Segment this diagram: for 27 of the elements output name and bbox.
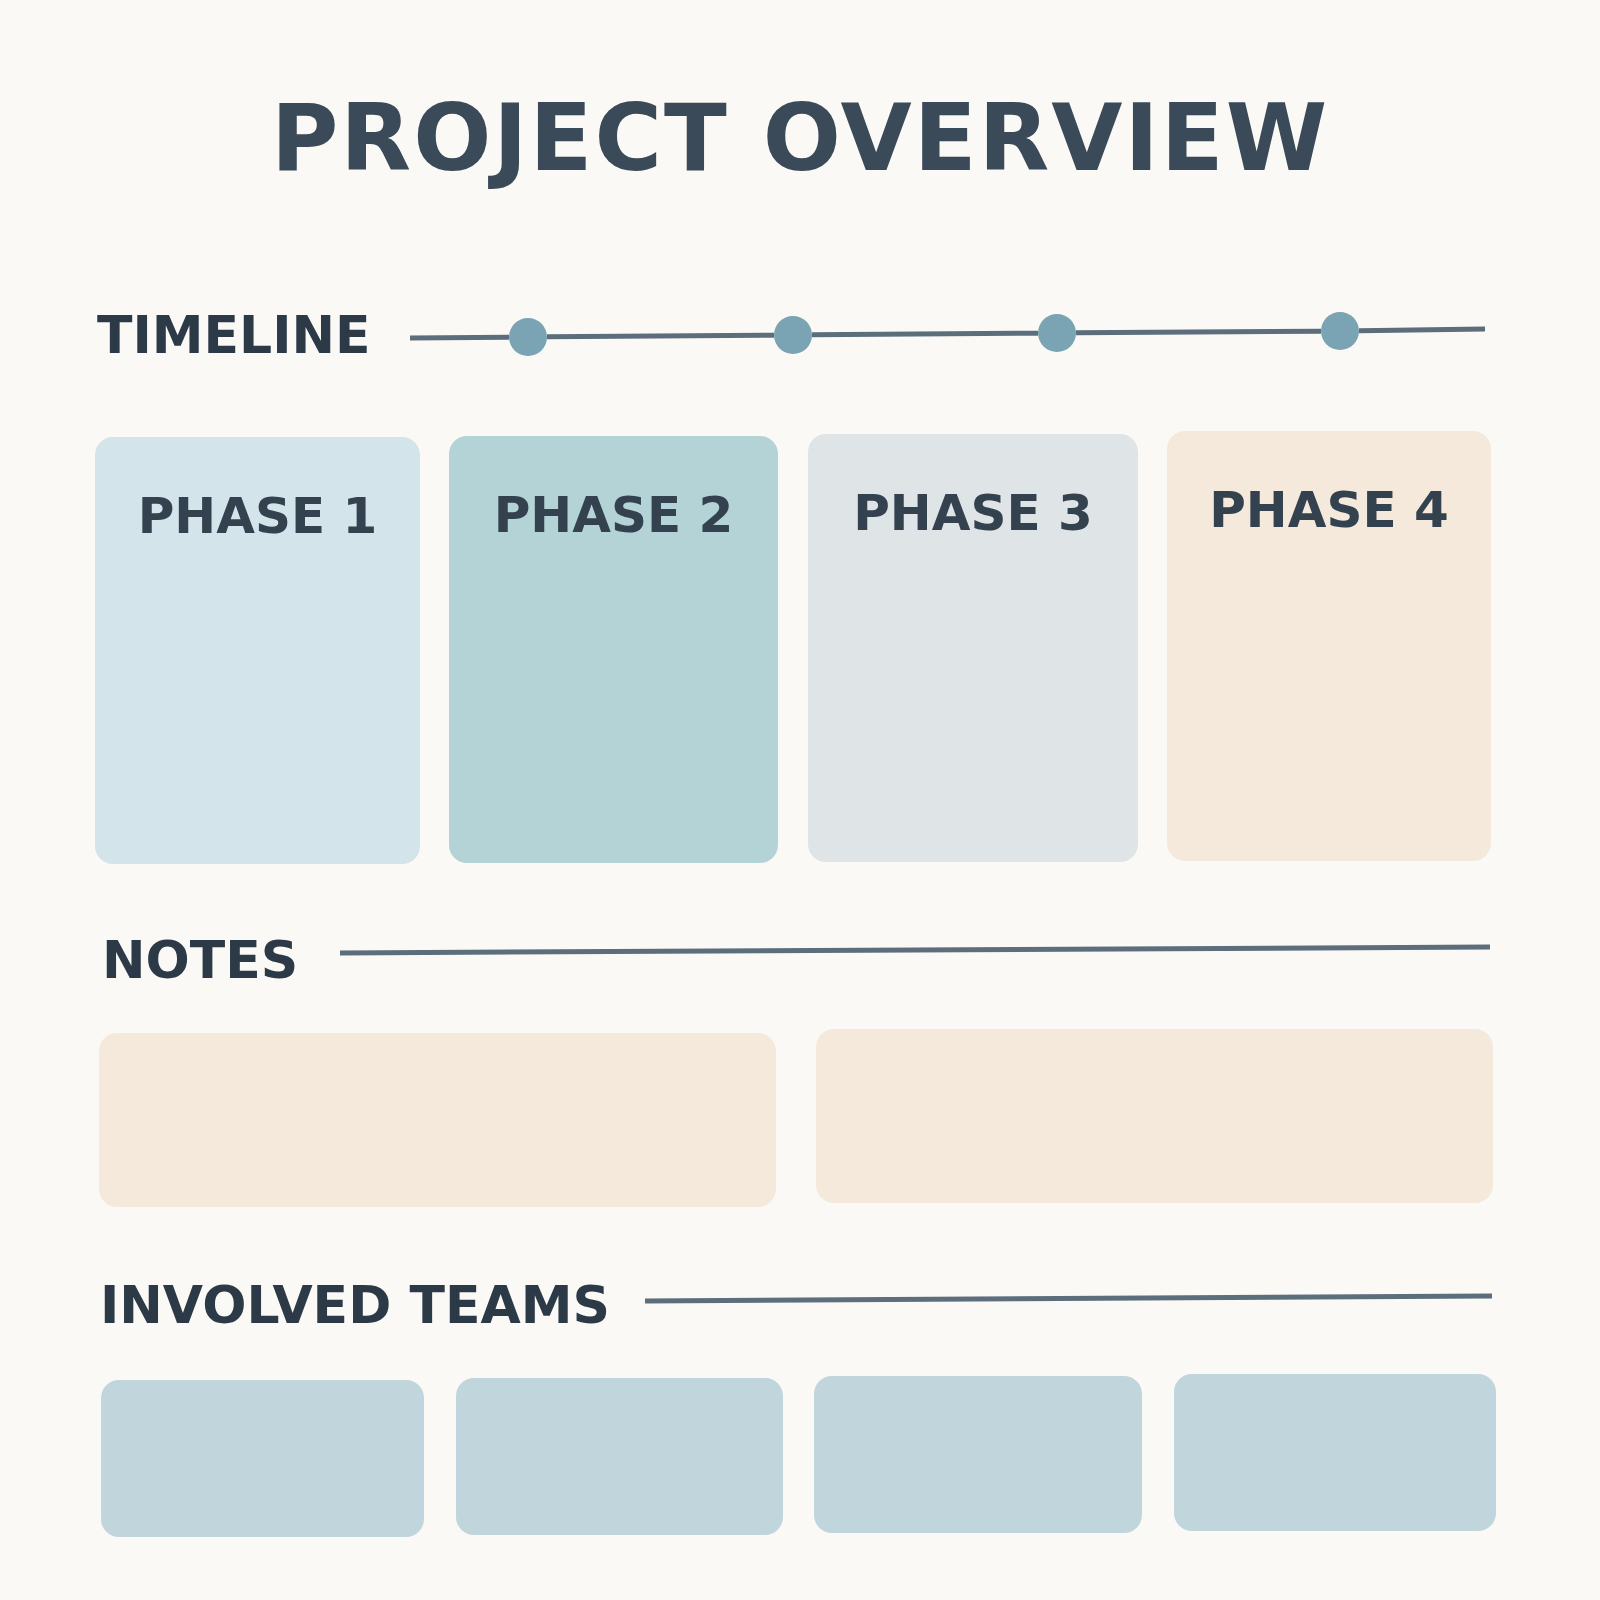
- timeline-dot: [1038, 314, 1076, 352]
- timeline-line: [1075, 328, 1322, 336]
- section-heading: NOTES: [102, 930, 299, 990]
- timeline-line: [546, 332, 775, 340]
- phase-label: PHASE 2: [492, 486, 735, 544]
- timeline-dot: [509, 318, 547, 356]
- title: PROJECT OVERVIEW: [270, 85, 1330, 192]
- team-box: [1174, 1374, 1496, 1531]
- timeline-dot: [774, 316, 812, 354]
- team-box: [101, 1380, 424, 1537]
- note-box: [99, 1033, 776, 1207]
- phase-label: PHASE 4: [1208, 481, 1450, 539]
- phase-card: [808, 434, 1138, 862]
- note-box: [816, 1029, 1493, 1203]
- timeline-line: [410, 334, 510, 341]
- phase-card: [95, 437, 420, 864]
- timeline-line: [1358, 326, 1486, 334]
- phase-label: PHASE 3: [852, 484, 1094, 542]
- timeline-line: [811, 330, 1039, 338]
- section-heading: INVOLVED TEAMS: [100, 1275, 610, 1335]
- team-box: [456, 1378, 783, 1535]
- phase-card: [1167, 431, 1491, 861]
- section-heading: TIMELINE: [97, 305, 371, 365]
- phase-label: PHASE 1: [136, 487, 379, 545]
- team-box: [814, 1376, 1142, 1533]
- phase-card: [449, 436, 778, 863]
- timeline-dot: [1321, 312, 1359, 350]
